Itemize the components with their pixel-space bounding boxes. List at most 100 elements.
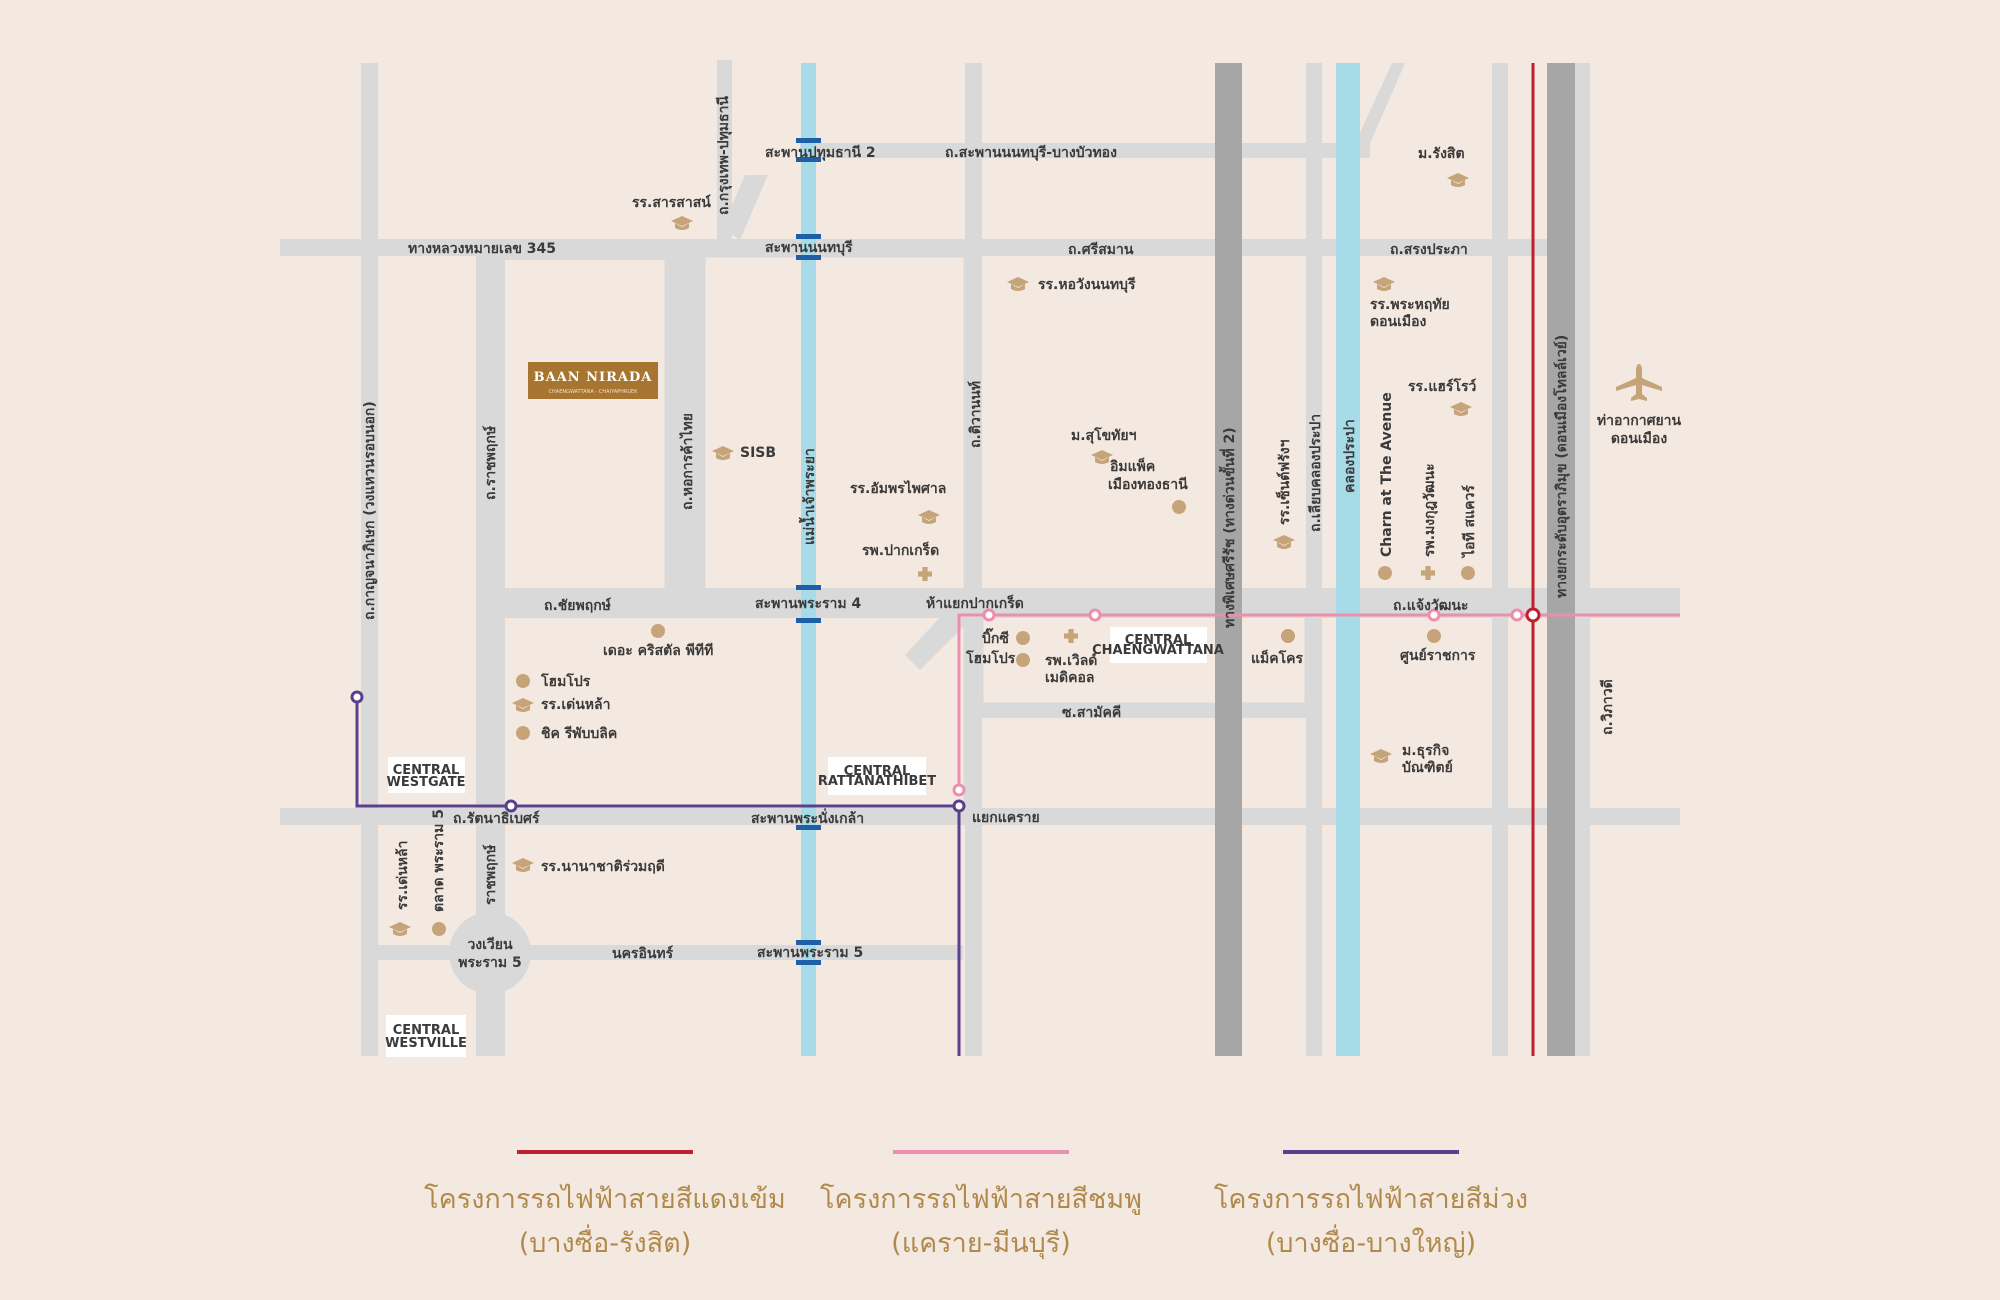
school-cap-icon: [1273, 535, 1295, 549]
mall-rattanathibet-line2: RATTANATHIBET: [818, 774, 936, 789]
mall-westville-line1: CENTRAL: [393, 1023, 460, 1038]
label-ratchaphruek: ถ.ราชพฤกษ์: [482, 426, 499, 500]
poi-makro: แม็คโคร: [1251, 649, 1304, 667]
gov-center-dot: [1427, 629, 1441, 643]
mall-central-chaengwattana[interactable]: CENTRAL CHAENGWATTANA: [1092, 627, 1224, 663]
poi-market-rama5: ตลาด พระราม 5: [431, 809, 447, 912]
pois: ม.รังสิต รร.สารสาสน์ รร.หอวังนนทบุรี รร.…: [389, 146, 1682, 936]
road-vibhavadi: [1573, 63, 1590, 1056]
label-rattanathibet: ถ.รัตนาธิเบศร์: [453, 810, 540, 827]
mall-chaengwattana-line1: CENTRAL: [1125, 633, 1192, 648]
mall-central-rattanathibet[interactable]: CENTRAL RATTANATHIBET: [818, 757, 936, 795]
label-bridge-rama5: สะพานพระราม 5: [757, 945, 863, 961]
road-krungthep-pathum: [717, 60, 732, 240]
label-krungthep-pathum: ถ.กรุงเทพ-ปทุมธานี: [716, 96, 732, 215]
chic-dot: [516, 726, 530, 740]
label-vibhavadi: ถ.วิภาวดี: [1600, 679, 1616, 735]
poi-st-francis: รร.เซ็นต์ฟรังฯ: [1275, 439, 1293, 525]
market-dot: [432, 922, 446, 936]
mall-rattanathibet-line1: CENTRAL: [844, 764, 911, 779]
project-name: BAAN NIRADA: [534, 370, 653, 385]
poi-rangsit-university: ม.รังสิต: [1418, 146, 1465, 162]
rama5-roundabout: [449, 912, 531, 994]
label-rama5-circle-1: วงเวียน: [467, 937, 513, 953]
legend-dark-red-title: โครงการรถไฟฟ้าสายสีแดงเข้ม: [424, 1184, 786, 1215]
purple-line: [355, 697, 961, 1056]
poi-airport-2: ดอนเมือง: [1611, 431, 1667, 447]
poi-airport-1: ท่าอากาศยาน: [1597, 413, 1682, 429]
mall-central-westgate[interactable]: CENTRAL WESTGATE: [387, 757, 466, 793]
legend-purple-route: (บางซื่อ-บางใหญ่): [1265, 1228, 1477, 1259]
expressway-sirat: [1215, 63, 1242, 1056]
poi-harrow: รร.แฮร์โรว์: [1408, 377, 1476, 395]
poi-amphorn: รร.อัมพรไพศาล: [850, 479, 946, 497]
label-khlong-prapa-road: ถ.เลียบคลองประปา: [1308, 414, 1324, 532]
label-bridge-rama4: สะพานพระราม 4: [755, 596, 861, 612]
school-cap-icon: [918, 510, 940, 524]
crystal-dot: [651, 624, 665, 638]
legend-swatch-dark-red: [517, 1150, 693, 1154]
poi-ho-wang: รร.หอวังนนทบุรี: [1038, 277, 1136, 293]
road-krungthep-pathum-diagonal: [722, 175, 768, 240]
river-chao-phraya: [801, 63, 816, 1056]
label-srisaman: ถ.ศรีสมาน: [1068, 242, 1134, 258]
road-outlines: [501, 254, 1308, 812]
poi-sisb: SISB: [740, 445, 776, 461]
university-cap-icon: [1370, 749, 1392, 763]
poi-dhurakij-1: ม.ธุรกิจ: [1402, 743, 1449, 759]
label-rama5-circle-2: พระราม 5: [458, 955, 522, 971]
poi-chic-republic: ชิค รีพับบลิค: [541, 726, 617, 742]
bridge-labels: สะพานปทุมธานี 2 สะพานนนทบุรี สะพานพระราม…: [751, 145, 876, 961]
mall-westville-line2: WESTVILLE: [385, 1036, 467, 1051]
legend-purple-title: โครงการรถไฟฟ้าสายสีม่วง: [1213, 1184, 1529, 1215]
poi-charn: Charn at The Avenue: [1379, 392, 1395, 557]
road-songprapa-diagonal: [1352, 63, 1405, 155]
poi-denla-2: รร.เด่นหล้า: [395, 841, 411, 910]
poi-it-square: ไอที สแควร์: [1460, 485, 1478, 559]
school-cap-icon: [512, 858, 534, 872]
school-cap-icon: [671, 216, 693, 230]
poi-impact-2: เมืองทองธานี: [1108, 477, 1188, 493]
road-ho-kan-kha-thai: [666, 256, 704, 594]
project-baan-nirada[interactable]: BAAN NIRADA CHAENGWATTANA - CHAIYAPHRUEK: [528, 362, 658, 399]
label-nakhon-in: นครอินทร์: [612, 945, 674, 962]
poi-world-medical-2: เมดิคอล: [1045, 670, 1094, 686]
canal-khlong-prapa: [1336, 63, 1360, 1056]
label-hwy345: ทางหลวงหมายเลข 345: [408, 241, 556, 257]
label-bridge-nonthaburi: สะพานนนทบุรี: [765, 240, 853, 256]
mall-central-westville[interactable]: CENTRAL WESTVILLE: [385, 1015, 467, 1057]
poi-international-school: รร.นานาชาติร่วมฤดี: [541, 859, 665, 875]
rail-lines: [355, 63, 1680, 1056]
university-cap-icon: [1447, 173, 1469, 187]
bigc-dot: [1016, 631, 1030, 645]
rail-stations: [350, 607, 1541, 813]
label-don-mueang-tollway: ทางยกระดับอุตราภิมุข (ดอนเมืองโทลล์เวย์): [1552, 335, 1570, 598]
hospital-cross-icon: [918, 567, 932, 581]
label-bridge-pathum2: สะพานปทุมธานี 2: [765, 145, 876, 161]
label-khlong-prapa: คลองประปา: [1342, 419, 1358, 493]
mall-chaengwattana-line2: CHAENGWATTANA: [1092, 643, 1224, 658]
poi-world-medical-1: รพ.เวิลด์: [1045, 652, 1097, 669]
poi-pak-kret-hospital: รพ.ปากเกร็ด: [862, 541, 939, 559]
bridge-markers: [796, 138, 821, 965]
label-khae-rai-junction: แยกแคราย: [972, 810, 1040, 826]
poi-homepro-2: โฮมโปร: [965, 649, 1016, 667]
junction-labels: ห้าแยกปากเกร็ด แยกแคราย วงเวียน พระราม 5: [458, 594, 1039, 971]
label-songprapa: ถ.สรงประภา: [1390, 242, 1468, 258]
impact-dot: [1172, 500, 1186, 514]
poi-homepro-1: โฮมโปร: [540, 672, 591, 690]
poi-mongkut-hospital: รพ.มงกุฎวัฒนะ: [1422, 463, 1438, 557]
road-pak-kret-diagonal: [905, 612, 965, 670]
legend-swatch-pink: [893, 1150, 1069, 1154]
poi-phra-hruthai-1: รร.พระหฤทัย: [1370, 297, 1450, 313]
poi-impact-1: อิมแพ็ค: [1109, 457, 1155, 475]
legend-purple-line: โครงการรถไฟฟ้าสายสีม่วง (บางซื่อ-บางใหญ่…: [1171, 1150, 1571, 1266]
hospital-cross-icon: [1421, 566, 1435, 580]
road-kanchanaphisek: [361, 63, 378, 1056]
poi-sarasas: รร.สารสาสน์: [632, 194, 711, 211]
poi-crystal-ptt: เดอะ คริสตัล พีทีที: [603, 643, 713, 659]
school-cap-icon: [712, 446, 734, 460]
legend-swatch-purple: [1283, 1150, 1459, 1154]
label-pak-kret-junction: ห้าแยกปากเกร็ด: [926, 594, 1024, 612]
expressway-don-mueang-tollway: [1547, 63, 1575, 1056]
